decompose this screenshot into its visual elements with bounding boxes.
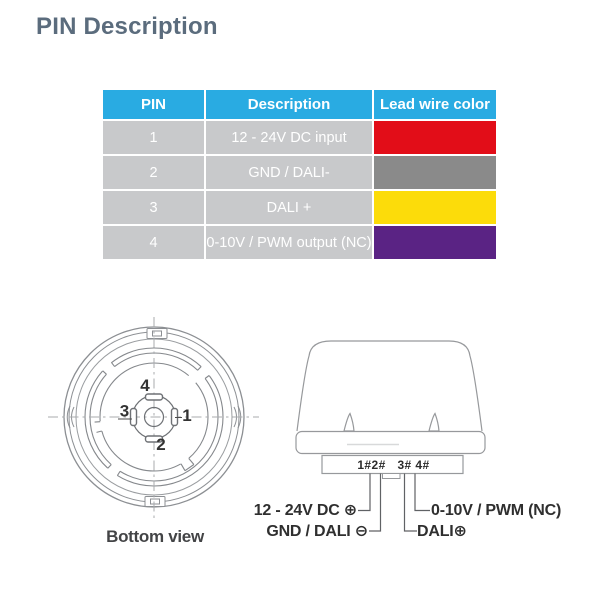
inner-ring-step: [94, 421, 195, 472]
terminal-block: [321, 454, 464, 475]
pin-slot-top: [144, 393, 164, 401]
terminal-label-1-2: 1#2#: [357, 458, 385, 472]
pin-table: PIN Description Lead wire color 1 12 - 2…: [103, 90, 496, 259]
row-2-pin: 2: [103, 156, 204, 189]
terminal-label-3-4: 3# 4#: [397, 458, 429, 472]
row-4-description: 0-10V / PWM output (NC): [206, 226, 372, 259]
pin-label-3: 3: [120, 402, 129, 421]
pin3-leader: [403, 473, 417, 532]
pin1-leader: [358, 473, 371, 512]
bottom-view-drawing: 4 1 3 2: [48, 317, 259, 521]
bayonet-notch-steps: [102, 362, 210, 476]
row-2-lead-wire-color-swatch: [374, 156, 496, 189]
wire-leader-lines: [358, 473, 430, 532]
side-view-drawing: [295, 340, 486, 479]
wire-label-pin4: 0-10V / PWM (NC): [431, 502, 562, 519]
wire-label-pin3: DALI⊕: [417, 523, 467, 540]
row-1-lead-wire-color-swatch: [374, 121, 496, 154]
top-key-tab-slot: [152, 330, 162, 337]
row-2-description: GND / DALI-: [206, 156, 372, 189]
gasket-fin-right: [428, 412, 440, 432]
wire-label-pin1: 12 - 24V DC ⊕: [253, 502, 357, 519]
pin-slots: [129, 393, 179, 443]
header-cell-description: Description: [206, 90, 372, 119]
row-1-description: 12 - 24V DC input: [206, 121, 372, 154]
pin-label-leaders: [118, 416, 182, 420]
pin-label-4: 4: [140, 376, 150, 395]
pin-slot-bottom: [144, 435, 164, 443]
row-4-pin: 4: [103, 226, 204, 259]
bottom-view-caption: Bottom view: [106, 527, 204, 546]
key-tabs: [144, 328, 168, 507]
pin-label-2: 2: [156, 435, 165, 454]
pin2-leader: [369, 473, 382, 532]
row-3-pin: 3: [103, 191, 204, 224]
row-3-lead-wire-color-swatch: [374, 191, 496, 224]
row-4-lead-wire-color-swatch: [374, 226, 496, 259]
row-3-description: DALI +: [206, 191, 372, 224]
sensor-dome: [296, 340, 483, 432]
header-cell-pin: PIN: [103, 90, 204, 119]
gasket-fin-left: [343, 412, 355, 432]
header-cell-lead-wire-color: Lead wire color: [374, 90, 496, 119]
bottom-key-tab-slot: [150, 498, 160, 505]
wire-label-pin2: GND / DALI ⊖: [266, 523, 368, 540]
pin4-leader: [414, 473, 430, 512]
centerlines: [48, 317, 259, 521]
row-1-pin: 1: [103, 121, 204, 154]
base-band: [295, 430, 486, 455]
terminal-notch: [382, 473, 401, 479]
pin-hub: [118, 393, 182, 443]
center-hole: [143, 406, 165, 428]
pin-label-1: 1: [182, 406, 191, 425]
page-title: PIN Description: [36, 13, 218, 40]
pin-slot-left: [129, 407, 138, 427]
